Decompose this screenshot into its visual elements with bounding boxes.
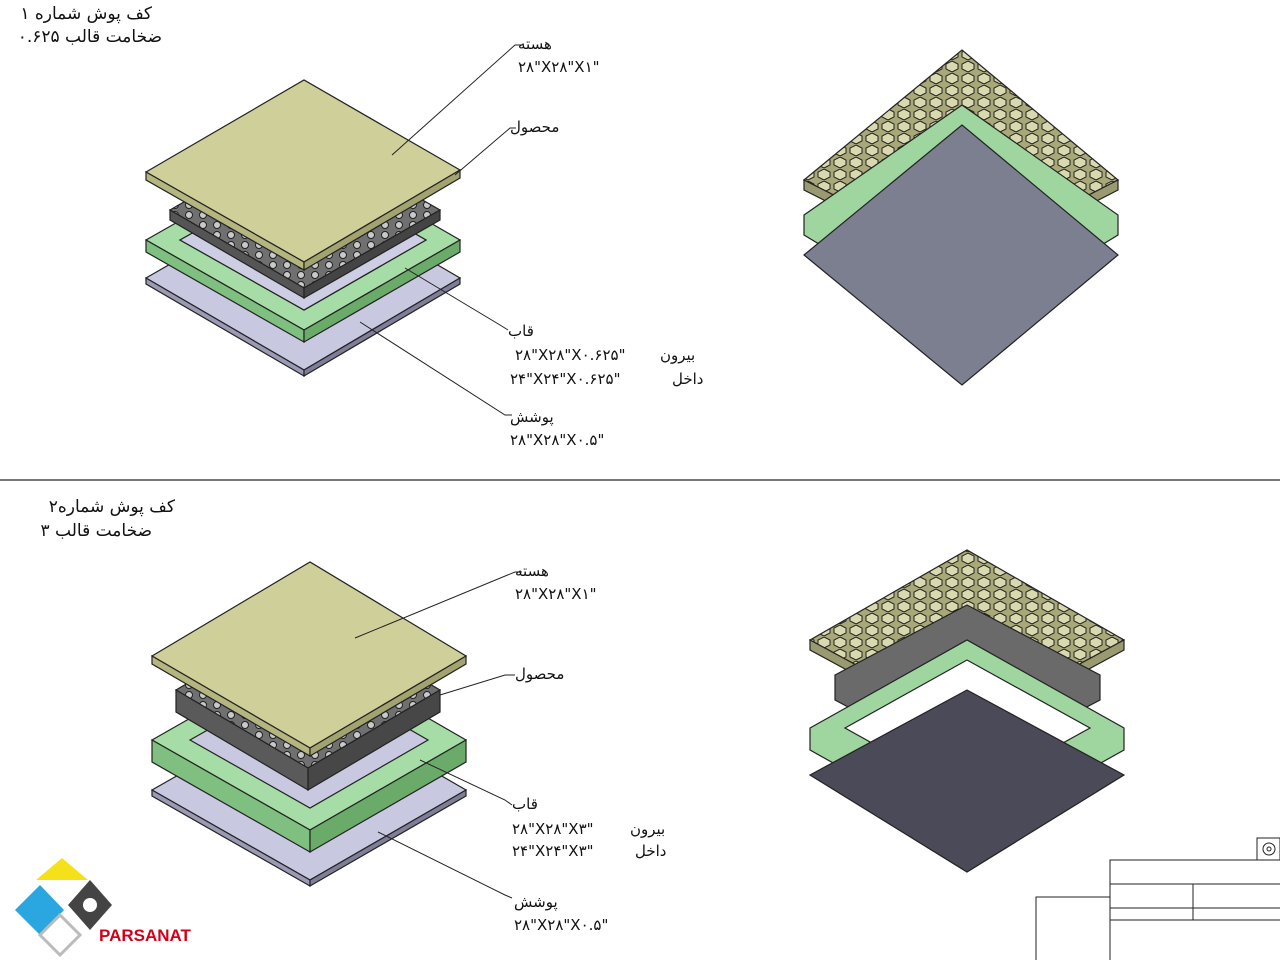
section2-outer-dim: ۲۸"X۲۸"X۳" — [512, 820, 594, 838]
section1-outer-dim: ۲۸"X۲۸"X۰.۶۲۵" — [515, 346, 626, 364]
section1-inner-dim: ۲۴"X۲۴"X۰.۶۲۵" — [510, 370, 621, 388]
leader-lines — [354, 571, 522, 899]
section1-subtitle: ضخامت قالب ۰.۶۲۵ — [17, 27, 162, 47]
section2-assembled-view — [808, 549, 1126, 873]
section2-core-label: هسته — [515, 562, 549, 580]
section1-core-label: هسته — [518, 35, 552, 53]
section2-inner-dim: ۲۴"X۲۴"X۳" — [512, 842, 594, 860]
section1-product-label: محصول — [510, 118, 560, 136]
parsanat-logo — [15, 858, 112, 958]
core-plate — [150, 561, 468, 758]
section2-product-label: محصول — [515, 665, 565, 683]
section1-core-dim: ۲۸"X۲۸"X۱" — [518, 58, 600, 76]
section2-core-dim: ۲۸"X۲۸"X۱" — [515, 585, 597, 603]
section1-frame-label: قاب — [508, 322, 534, 340]
section2-frame-label: قاب — [512, 795, 538, 813]
section1-exploded-view — [144, 44, 522, 416]
logo-text: PARSANAT — [99, 926, 191, 945]
section1-cover-label: پوشش — [510, 408, 554, 426]
section2-exploded-view — [150, 561, 522, 899]
section2-cover-dim: ۲۸"X۲۸"X۰.۵" — [514, 916, 609, 934]
section1-cover-dim: ۲۸"X۲۸"X۰.۵" — [510, 431, 605, 449]
section1-title: کف پوش شماره ۱ — [20, 4, 152, 24]
section2-cover-label: پوشش — [514, 893, 558, 911]
section2-subtitle: ضخامت قالب ۳ — [40, 521, 152, 541]
section2-outer-label: بیرون — [630, 820, 666, 838]
section1-inner-label: داخل — [672, 370, 704, 388]
title-block — [1035, 837, 1280, 960]
core-plate — [144, 79, 462, 272]
leader-lines — [359, 44, 522, 416]
section1-assembled-view — [802, 49, 1120, 386]
section1-outer-label: بیرون — [660, 346, 696, 364]
section2-title: کف پوش شماره۲ — [48, 497, 175, 517]
section2-inner-label: داخل — [635, 842, 667, 860]
